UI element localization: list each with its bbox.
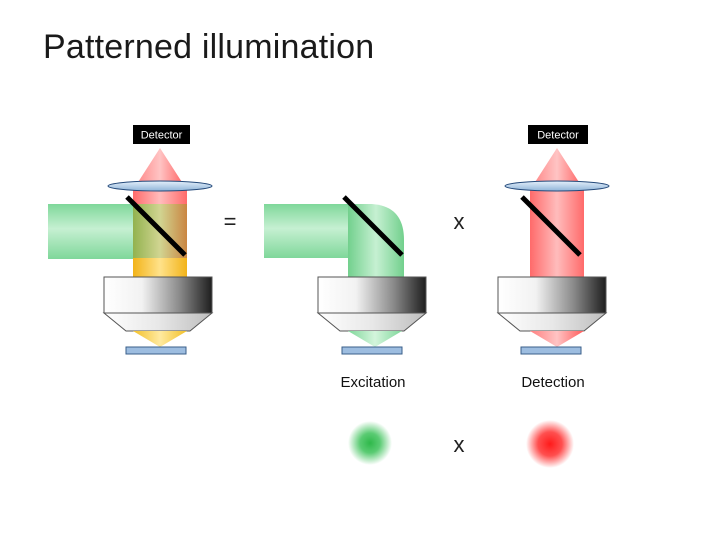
detection-caption: Detection xyxy=(521,374,584,391)
excitation-beam xyxy=(48,204,138,259)
detector-label: Detector xyxy=(141,130,183,142)
detector-label: Detector xyxy=(537,130,579,142)
detector-box: Detector xyxy=(528,125,588,144)
excitation-beam-bend xyxy=(348,204,404,277)
dichroic-mirror xyxy=(520,195,582,257)
detection-cone xyxy=(133,148,187,190)
detection-cone xyxy=(530,148,584,190)
objective-body xyxy=(317,276,427,314)
detection-spot xyxy=(526,420,574,468)
dichroic-mirror xyxy=(342,195,404,257)
focus-cone xyxy=(530,331,584,347)
equals-sign: = xyxy=(224,209,237,234)
sample-slide xyxy=(520,346,582,355)
objective-body xyxy=(497,276,607,314)
combined-beam xyxy=(133,258,187,277)
detector-box: Detector xyxy=(133,125,190,144)
dichroic-mirror xyxy=(125,195,187,257)
slide-title: Patterned illumination xyxy=(43,28,375,66)
tube-lens xyxy=(504,180,610,192)
tube-lens xyxy=(107,180,213,192)
times-sign-bottom: x xyxy=(454,432,465,457)
microscope-excitation xyxy=(264,195,428,355)
times-sign-top: x xyxy=(454,209,465,234)
microscope-combined: Detector xyxy=(48,125,214,355)
focus-cone xyxy=(348,331,402,347)
excitation-beam-h xyxy=(264,204,352,258)
excitation-spot xyxy=(348,421,392,465)
objective-body xyxy=(103,276,213,314)
sample-slide xyxy=(125,346,187,355)
objective-tip xyxy=(496,312,608,332)
objective-tip xyxy=(102,312,214,332)
microscope-detection: Detector xyxy=(496,125,610,355)
objective-tip xyxy=(316,312,428,332)
focus-cone xyxy=(133,331,187,347)
sample-slide xyxy=(341,346,403,355)
excitation-caption: Excitation xyxy=(340,374,405,391)
